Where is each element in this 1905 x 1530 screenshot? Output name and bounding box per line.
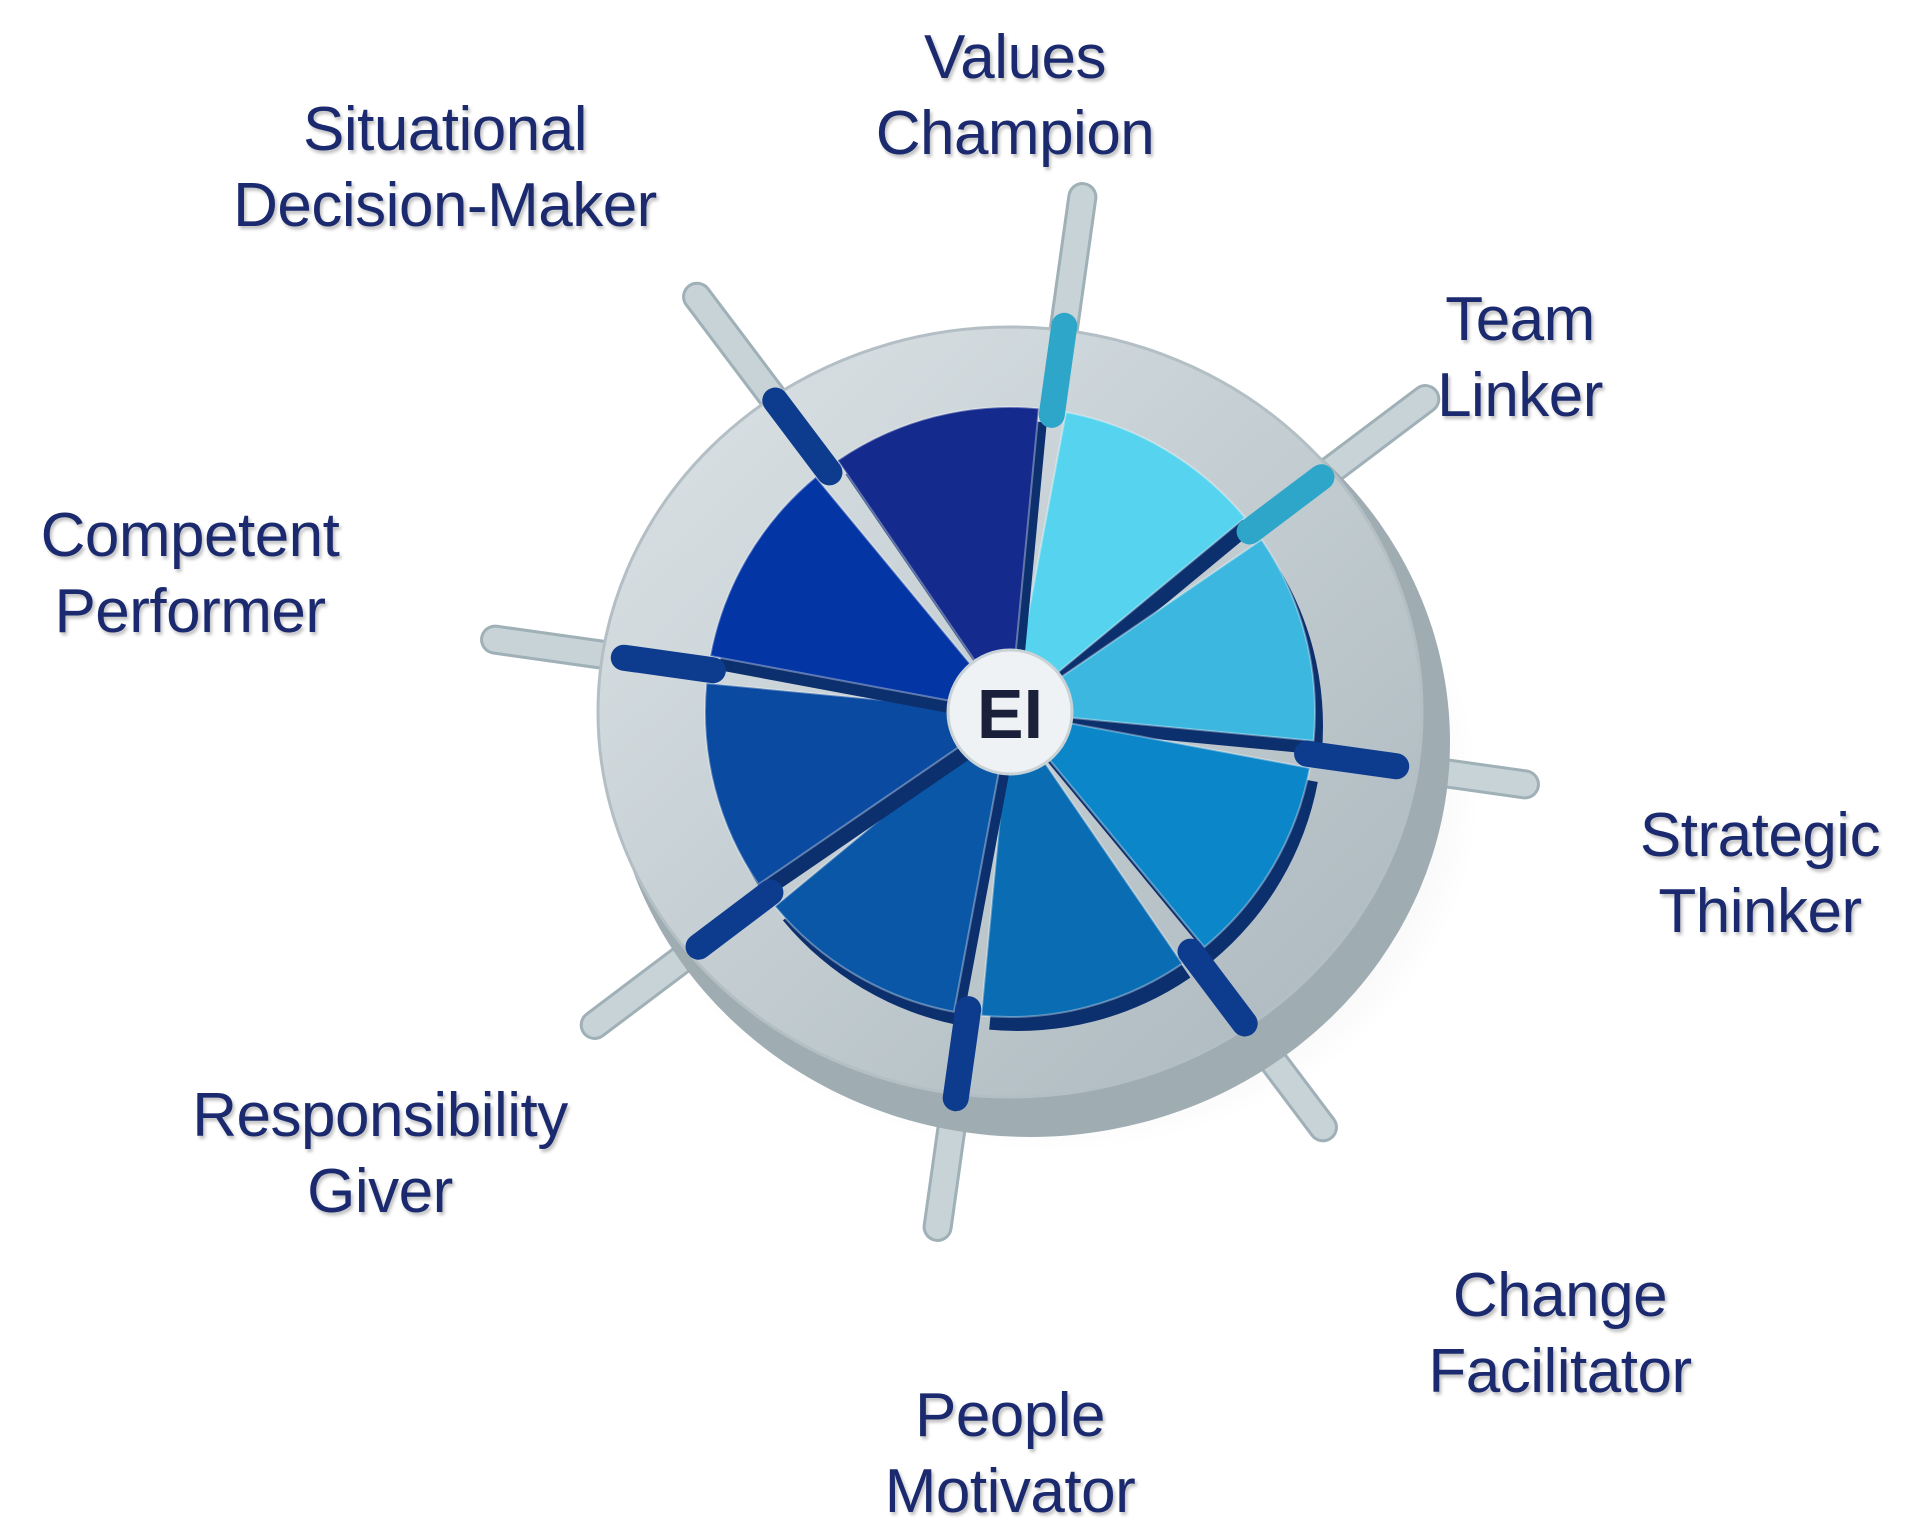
segment-change-facilitator	[980, 743, 1184, 1019]
spoke-handle	[762, 387, 843, 486]
label-line: Facilitator	[1428, 1337, 1692, 1406]
center-label: EI	[977, 675, 1043, 753]
label-people-motivator: People Motivator	[855, 1378, 1165, 1530]
label-line: Decision-Maker	[233, 171, 657, 240]
spoke-handle	[1294, 740, 1410, 780]
label-line: Strategic	[1639, 801, 1881, 870]
segment-values-champion	[1016, 411, 1247, 688]
spoke-handles	[610, 312, 1410, 1112]
spoke-handle	[1038, 312, 1078, 428]
label-line: Situational	[302, 95, 588, 164]
label-values-champion: Values Champion	[855, 20, 1175, 172]
segment-competent-performer	[709, 475, 986, 706]
segment-responsibility-giver	[704, 682, 979, 886]
label-line: Competent	[40, 501, 340, 570]
label-line: Giver	[307, 1157, 453, 1226]
label-responsibility-giver: Responsibility Giver	[165, 1078, 595, 1230]
label-line: Champion	[875, 99, 1155, 168]
spoke-handle	[942, 996, 982, 1112]
label-line: Values	[924, 23, 1106, 92]
spoke-handle	[685, 879, 784, 960]
segment-people-motivator	[773, 736, 1004, 1013]
wheel-segments	[704, 406, 1323, 1031]
segment-team-linker	[1041, 538, 1317, 742]
label-line: Change	[1452, 1261, 1668, 1330]
wheel-hub: EI	[946, 648, 1074, 776]
label-line: Motivator	[884, 1457, 1136, 1526]
spoke-handle	[610, 644, 726, 684]
segment-strategic-thinker	[1034, 718, 1311, 949]
label-line: People	[914, 1381, 1106, 1450]
label-competent-performer: Competent Performer	[15, 498, 365, 650]
segment-situational-decision-maker	[836, 406, 1040, 681]
label-line: Performer	[54, 577, 326, 646]
label-line: Linker	[1437, 361, 1603, 430]
label-line: Responsibility	[192, 1081, 568, 1150]
label-strategic-thinker: Strategic Thinker	[1620, 798, 1900, 950]
label-situational-decision-maker: Situational Decision-Maker	[205, 92, 685, 244]
label-change-facilitator: Change Facilitator	[1395, 1258, 1725, 1410]
label-line: Thinker	[1658, 877, 1862, 946]
spoke-handle	[1236, 464, 1335, 545]
label-line: Team	[1445, 285, 1595, 354]
spoke-handle	[1177, 938, 1258, 1037]
label-team-linker: Team Linker	[1405, 282, 1635, 434]
hub-disc	[946, 648, 1074, 776]
